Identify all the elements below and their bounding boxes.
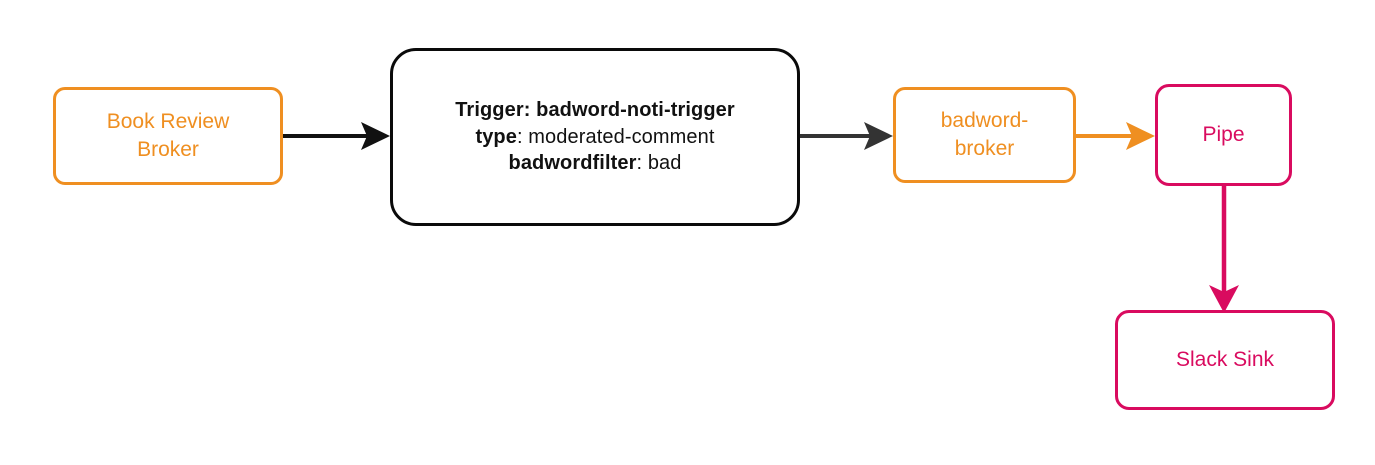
node-book-review-broker[interactable]: Book Review Broker [53, 87, 283, 185]
node-pipe[interactable]: Pipe [1155, 84, 1292, 186]
edge-broker-to-trigger [283, 122, 390, 150]
node-label-line: Pipe [1202, 123, 1245, 147]
edge-trigger-to-badword [800, 122, 893, 150]
node-trigger[interactable]: Trigger: badword-noti-trigger type: mode… [390, 48, 800, 226]
trigger-value-2: : moderated-comment [516, 125, 715, 148]
trigger-line-2: type: moderated-comment [455, 124, 735, 150]
node-label-badword-broker: badword- broker [941, 107, 1029, 162]
trigger-line-1: Trigger: badword-noti-trigger [455, 97, 735, 123]
node-label-slack-sink: Slack Sink [1176, 346, 1274, 374]
trigger-key-2: type [475, 125, 517, 148]
trigger-line-3: badwordfilter: bad [455, 150, 735, 176]
trigger-key-3: badwordfilter [508, 152, 637, 175]
node-label-line: Book Review [106, 110, 230, 134]
node-slack-sink[interactable]: Slack Sink [1115, 310, 1335, 410]
node-label-trigger: Trigger: badword-noti-trigger type: mode… [439, 97, 751, 176]
edge-pipe-to-slack [1209, 186, 1239, 313]
node-label-line: badword- [940, 109, 1029, 133]
node-label-book-review-broker: Book Review Broker [107, 108, 230, 163]
trigger-key-1: Trigger: badword-noti-trigger [455, 99, 735, 122]
node-label-line: Broker [137, 138, 199, 161]
node-label-pipe: Pipe [1202, 121, 1244, 149]
node-label-line: Slack Sink [1175, 348, 1275, 372]
node-label-line: broker [954, 137, 1015, 160]
trigger-value-3: : bad [636, 152, 682, 175]
node-badword-broker[interactable]: badword- broker [893, 87, 1076, 183]
edge-badword-to-pipe [1076, 122, 1155, 150]
